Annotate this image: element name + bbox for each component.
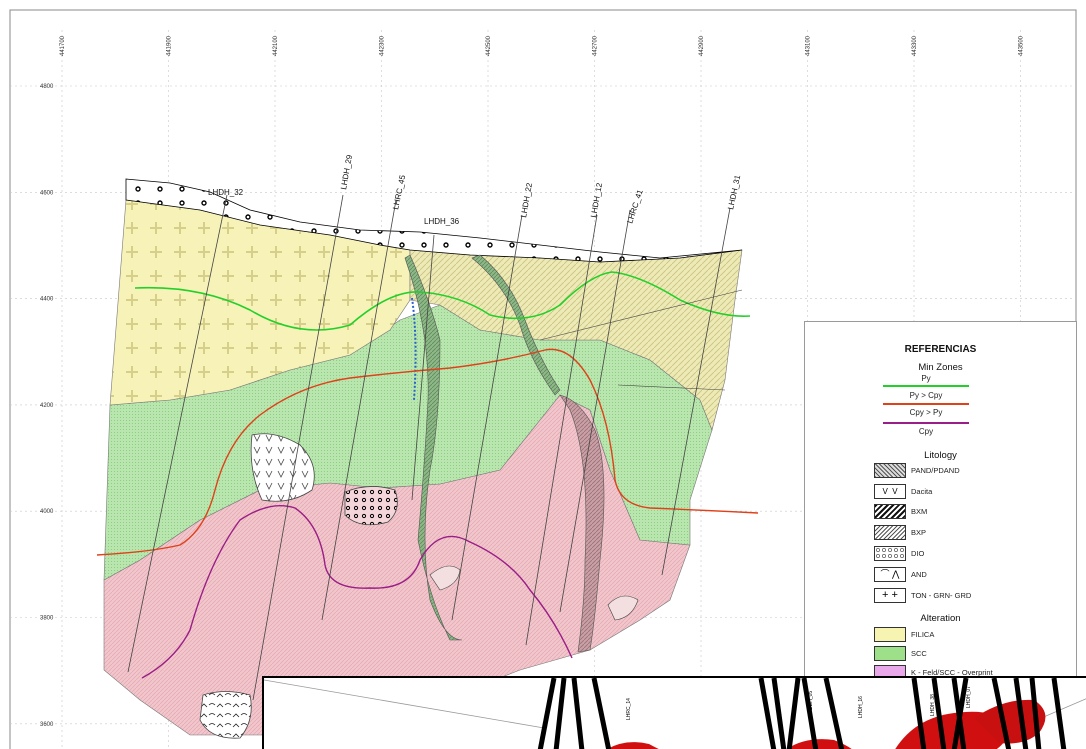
min-zone-label: Py bbox=[921, 374, 931, 383]
bxm-swatch bbox=[874, 504, 906, 519]
orebody-shape bbox=[974, 699, 1046, 744]
inset-label: LHDH_38 bbox=[930, 694, 936, 716]
dyke-green bbox=[404, 254, 463, 641]
alteration-label: FILICA bbox=[911, 630, 935, 639]
py-boundary-line bbox=[134, 271, 751, 331]
filica-swatch bbox=[874, 627, 906, 642]
min-zone-label: Py > Cpy bbox=[909, 391, 943, 400]
alteration-heading: Alteration bbox=[920, 613, 961, 624]
dacita-swatch: V V bbox=[874, 484, 906, 499]
legend-title: REFERENCIAS bbox=[904, 344, 977, 355]
blue-vein bbox=[411, 297, 417, 401]
min-zone-swatch-py bbox=[883, 385, 969, 387]
scc-swatch bbox=[874, 646, 906, 661]
drillhole-trace bbox=[539, 289, 743, 341]
cover-gravel-layer bbox=[125, 178, 743, 263]
northing-tick-label: 4200 bbox=[40, 403, 54, 409]
3d-drillhole-view: LHRC_14 DDH_05 LHDH_16 LHDH_38 LHDH_07 bbox=[264, 678, 1086, 749]
inset-labels: LHRC_14 DDH_05 LHDH_16 LHDH_38 LHDH_07 bbox=[626, 686, 972, 720]
cpy-py-boundary-line bbox=[141, 505, 573, 679]
northing-tick-label: 4000 bbox=[40, 509, 54, 515]
drillhole-trace bbox=[451, 214, 523, 621]
dio-swatch bbox=[874, 546, 906, 561]
small-inclusion-2 bbox=[607, 595, 639, 621]
litology-label: Dacita bbox=[911, 487, 933, 496]
easting-tick-label: 442700 bbox=[593, 35, 599, 56]
northing-tick-label: 4400 bbox=[40, 297, 54, 303]
litology-label: TON - GRN- GRD bbox=[911, 591, 972, 600]
drillhole-trace bbox=[411, 234, 435, 501]
dacita-body bbox=[250, 433, 315, 502]
bxp-swatch bbox=[874, 525, 906, 540]
easting-tick-label: 442300 bbox=[380, 35, 386, 56]
easting-tick-label: 442500 bbox=[486, 35, 492, 56]
py-cpy-boundary-line bbox=[96, 348, 759, 556]
dio-body bbox=[344, 486, 398, 526]
drillhole-trace bbox=[617, 384, 726, 391]
litology-label: DIO bbox=[911, 549, 925, 558]
inset-label: DDH_05 bbox=[808, 691, 814, 710]
drillhole-trace bbox=[525, 214, 598, 646]
litology-heading: Litology bbox=[924, 450, 957, 461]
drillhole-trace bbox=[252, 194, 344, 701]
orebody-shape bbox=[786, 739, 852, 749]
and-body-bottom bbox=[199, 691, 252, 739]
drillhole-trace bbox=[559, 209, 631, 613]
litology-label: BXP bbox=[911, 528, 927, 537]
drillhole-traces bbox=[127, 194, 743, 701]
geologic-section: LHDH_32 LHDH_29 LHRC_45 LHDH_36 LHDH_22 … bbox=[96, 154, 759, 739]
easting-tick-label: 443300 bbox=[912, 35, 918, 56]
alteration-label: K - Feld/SCC - Overprint bbox=[911, 668, 993, 677]
dyke-pink bbox=[559, 394, 605, 653]
small-inclusion bbox=[429, 565, 461, 591]
legend-panel: REFERENCIAS Min Zones Py Py > Cpy Cpy > … bbox=[804, 321, 1077, 681]
northing-tick-label: 4800 bbox=[40, 84, 54, 90]
3d-view-inset: LHRC_14 DDH_05 LHDH_16 LHDH_38 LHDH_07 bbox=[262, 676, 1086, 749]
easting-tick-label: 443100 bbox=[806, 35, 812, 56]
drillhole-trace bbox=[661, 207, 731, 576]
alteration-label: SCC bbox=[911, 649, 927, 658]
easting-tick-label: 442100 bbox=[273, 35, 279, 56]
northing-tick-labels: 4800 4600 4400 4200 4000 3800 3600 bbox=[40, 84, 54, 728]
min-zone-label: Cpy bbox=[918, 427, 934, 436]
easting-tick-labels: 441700 441900 442100 442300 442500 442700 4429… bbox=[60, 35, 1025, 56]
3d-drillholes bbox=[537, 678, 1067, 749]
inset-label: LHDH_07 bbox=[966, 686, 972, 708]
inset-label: LHDH_16 bbox=[858, 696, 864, 718]
litology-label: PAND/PDAND bbox=[911, 466, 960, 475]
northing-tick-label: 4600 bbox=[40, 190, 54, 196]
min-zone-swatch-cpypy bbox=[883, 422, 969, 424]
drillhole-label: LHDH_32 bbox=[208, 188, 244, 197]
dyke-branch bbox=[471, 254, 561, 396]
easting-tick-label: 442900 bbox=[699, 35, 705, 56]
min-zone-swatch-pycpy bbox=[883, 403, 969, 405]
drillhole-trace bbox=[321, 199, 397, 621]
ton-swatch: + + bbox=[874, 588, 906, 603]
litology-label: BXM bbox=[911, 507, 928, 516]
easting-tick-label: 441900 bbox=[167, 35, 173, 56]
inset-label: LHRC_14 bbox=[626, 698, 632, 720]
orebody-shape bbox=[607, 742, 659, 749]
pand-swatch bbox=[874, 463, 906, 478]
easting-tick-label: 441700 bbox=[60, 35, 66, 56]
min-zone-label: Cpy > Py bbox=[909, 408, 943, 417]
and-swatch: ⌒ ⋀ bbox=[874, 567, 906, 582]
northing-tick-label: 3600 bbox=[40, 722, 54, 728]
drillhole-trace bbox=[127, 194, 228, 673]
min-zones-heading: Min Zones bbox=[918, 362, 963, 373]
drillhole-label: LHDH_36 bbox=[424, 217, 460, 226]
northing-tick-label: 3800 bbox=[40, 616, 54, 622]
easting-tick-label: 443500 bbox=[1019, 35, 1025, 56]
litology-label: AND bbox=[911, 570, 927, 579]
